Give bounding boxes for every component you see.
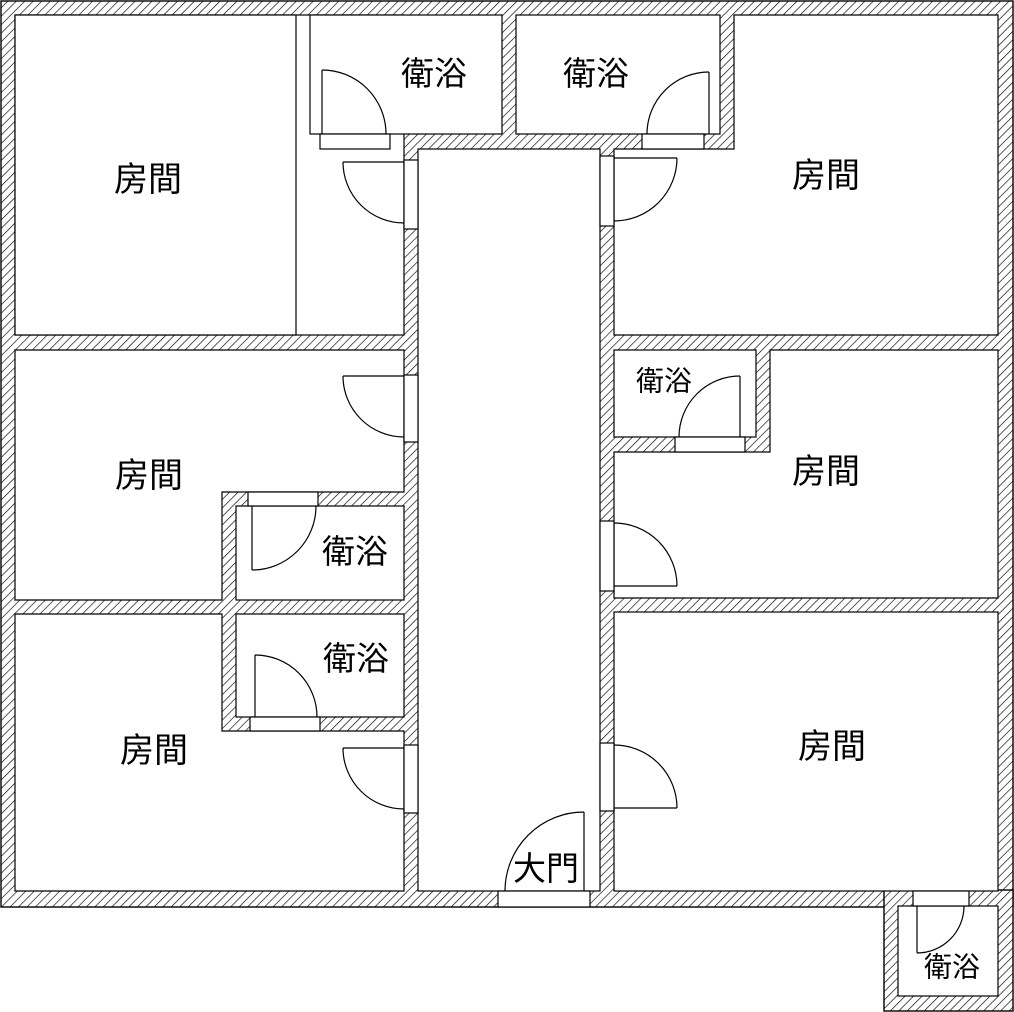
opening-bath-top-right (641, 133, 705, 150)
opening-bath-bottom-left (249, 716, 321, 732)
door-bath-mid-left (251, 505, 317, 571)
doors (251, 69, 965, 954)
rooms (14, 14, 999, 997)
labels: 房間 房間 房間 房間 房間 房間 衛浴 衛浴 衛浴 衛浴 衛浴 衛浴 大門 (114, 54, 980, 984)
bath-annex (897, 905, 999, 997)
door-room-mid-right (613, 522, 678, 587)
label-room-mid-right: 房間 (792, 452, 860, 492)
label-bath-top-left: 衛浴 (401, 54, 467, 93)
opening-room-mid-right (599, 520, 615, 592)
opening-bath-mid-right (674, 436, 746, 453)
opening-main-door (497, 890, 591, 908)
label-bath-bottom-left: 衛浴 (323, 639, 389, 678)
room-bottom-right (613, 611, 999, 892)
label-room-bottom-right: 房間 (798, 727, 866, 767)
opening-room-bottom-left (403, 744, 419, 814)
label-bath-top-right: 衛浴 (563, 54, 629, 93)
label-room-top-left: 房間 (114, 160, 182, 200)
door-bath-annex (916, 905, 965, 954)
room-mid-right (613, 349, 999, 599)
door-room-top-right (613, 157, 678, 222)
door-openings (247, 133, 970, 908)
label-bath-mid-left: 衛浴 (322, 532, 388, 571)
label-main-door: 大門 (513, 849, 579, 888)
opening-room-top-left (403, 159, 419, 230)
room-bottom-left (14, 613, 405, 892)
opening-bath-annex (912, 890, 970, 907)
bath-bottom-left (235, 613, 405, 718)
door-bath-top-left (321, 69, 387, 135)
label-room-top-right: 房間 (792, 156, 860, 196)
door-room-top-left (342, 161, 405, 224)
opening-room-top-right (599, 155, 615, 227)
opening-bath-mid-left (247, 491, 319, 507)
label-bath-mid-right: 衛浴 (636, 365, 692, 398)
bath-top-right (515, 14, 721, 135)
bath-mid-left (235, 505, 405, 601)
door-main (504, 811, 585, 892)
label-room-bottom-left: 房間 (120, 731, 188, 771)
door-room-bottom-left (342, 747, 405, 810)
opening-room-mid-left (403, 374, 419, 443)
corridor (417, 148, 601, 892)
door-bath-bottom-left (254, 654, 318, 718)
room-mid-left (14, 349, 405, 601)
label-room-mid-left: 房間 (115, 456, 183, 496)
bath-top-left (309, 14, 503, 135)
room-top-left-notch (14, 14, 297, 336)
label-bath-annex: 衛浴 (924, 951, 980, 984)
door-room-mid-left (342, 375, 405, 438)
bath-mid-right (613, 349, 757, 438)
room-top-right (613, 14, 999, 336)
door-bath-top-right (646, 71, 710, 135)
opening-bath-top-left (319, 133, 391, 150)
door-room-bottom-right (613, 744, 678, 809)
opening-room-bottom-right (599, 742, 615, 812)
door-bath-mid-right (678, 375, 741, 438)
